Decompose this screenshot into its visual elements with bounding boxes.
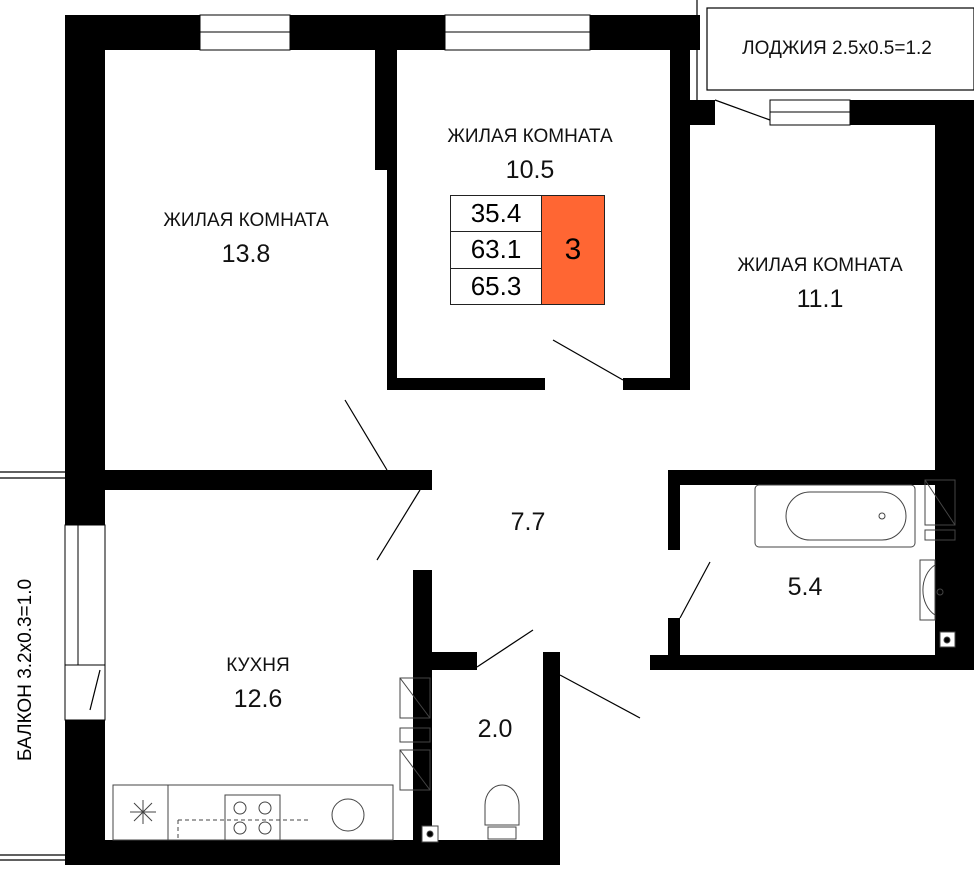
bathtub-icon bbox=[754, 484, 916, 548]
fridge-icon bbox=[112, 784, 169, 841]
living-area: 35.4 bbox=[451, 196, 542, 233]
room-area: 10.5 bbox=[505, 156, 555, 184]
room-name: ЖИЛАЯ КОМНАТА bbox=[737, 255, 903, 276]
sink-icon bbox=[331, 798, 365, 832]
total-with-balconies: 65.3 bbox=[451, 268, 542, 304]
loggia-label: ЛОДЖИЯ 2.5х0.5=1.2 bbox=[742, 38, 932, 59]
apartment-summary-table: 35.4 63.1 65.3 3 bbox=[450, 195, 605, 305]
hall-area: 7.7 bbox=[510, 508, 546, 536]
door-swings bbox=[89, 99, 771, 719]
room-area: 12.6 bbox=[233, 685, 283, 713]
room-name: ЖИЛАЯ КОМНАТА bbox=[163, 210, 329, 231]
sink-icon bbox=[919, 559, 936, 621]
stove-icon bbox=[224, 794, 281, 841]
fixtures bbox=[112, 479, 956, 843]
balcony-label: БАЛКОН 3.2х0.3=1.0 bbox=[15, 578, 36, 762]
balconies bbox=[0, 0, 974, 861]
room-name: ЖИЛАЯ КОМНАТА bbox=[447, 126, 613, 147]
room-count-badge: 3 bbox=[542, 196, 604, 304]
wc-area: 2.0 bbox=[477, 715, 513, 743]
toilet-icon bbox=[484, 784, 520, 826]
walls bbox=[65, 15, 974, 865]
room-area: 11.1 bbox=[796, 285, 844, 313]
bathroom-area: 5.4 bbox=[787, 573, 823, 601]
room-name: КУХНЯ bbox=[226, 655, 290, 676]
room-area: 13.8 bbox=[221, 240, 271, 268]
windows bbox=[64, 14, 851, 721]
total-area: 63.1 bbox=[451, 232, 542, 269]
